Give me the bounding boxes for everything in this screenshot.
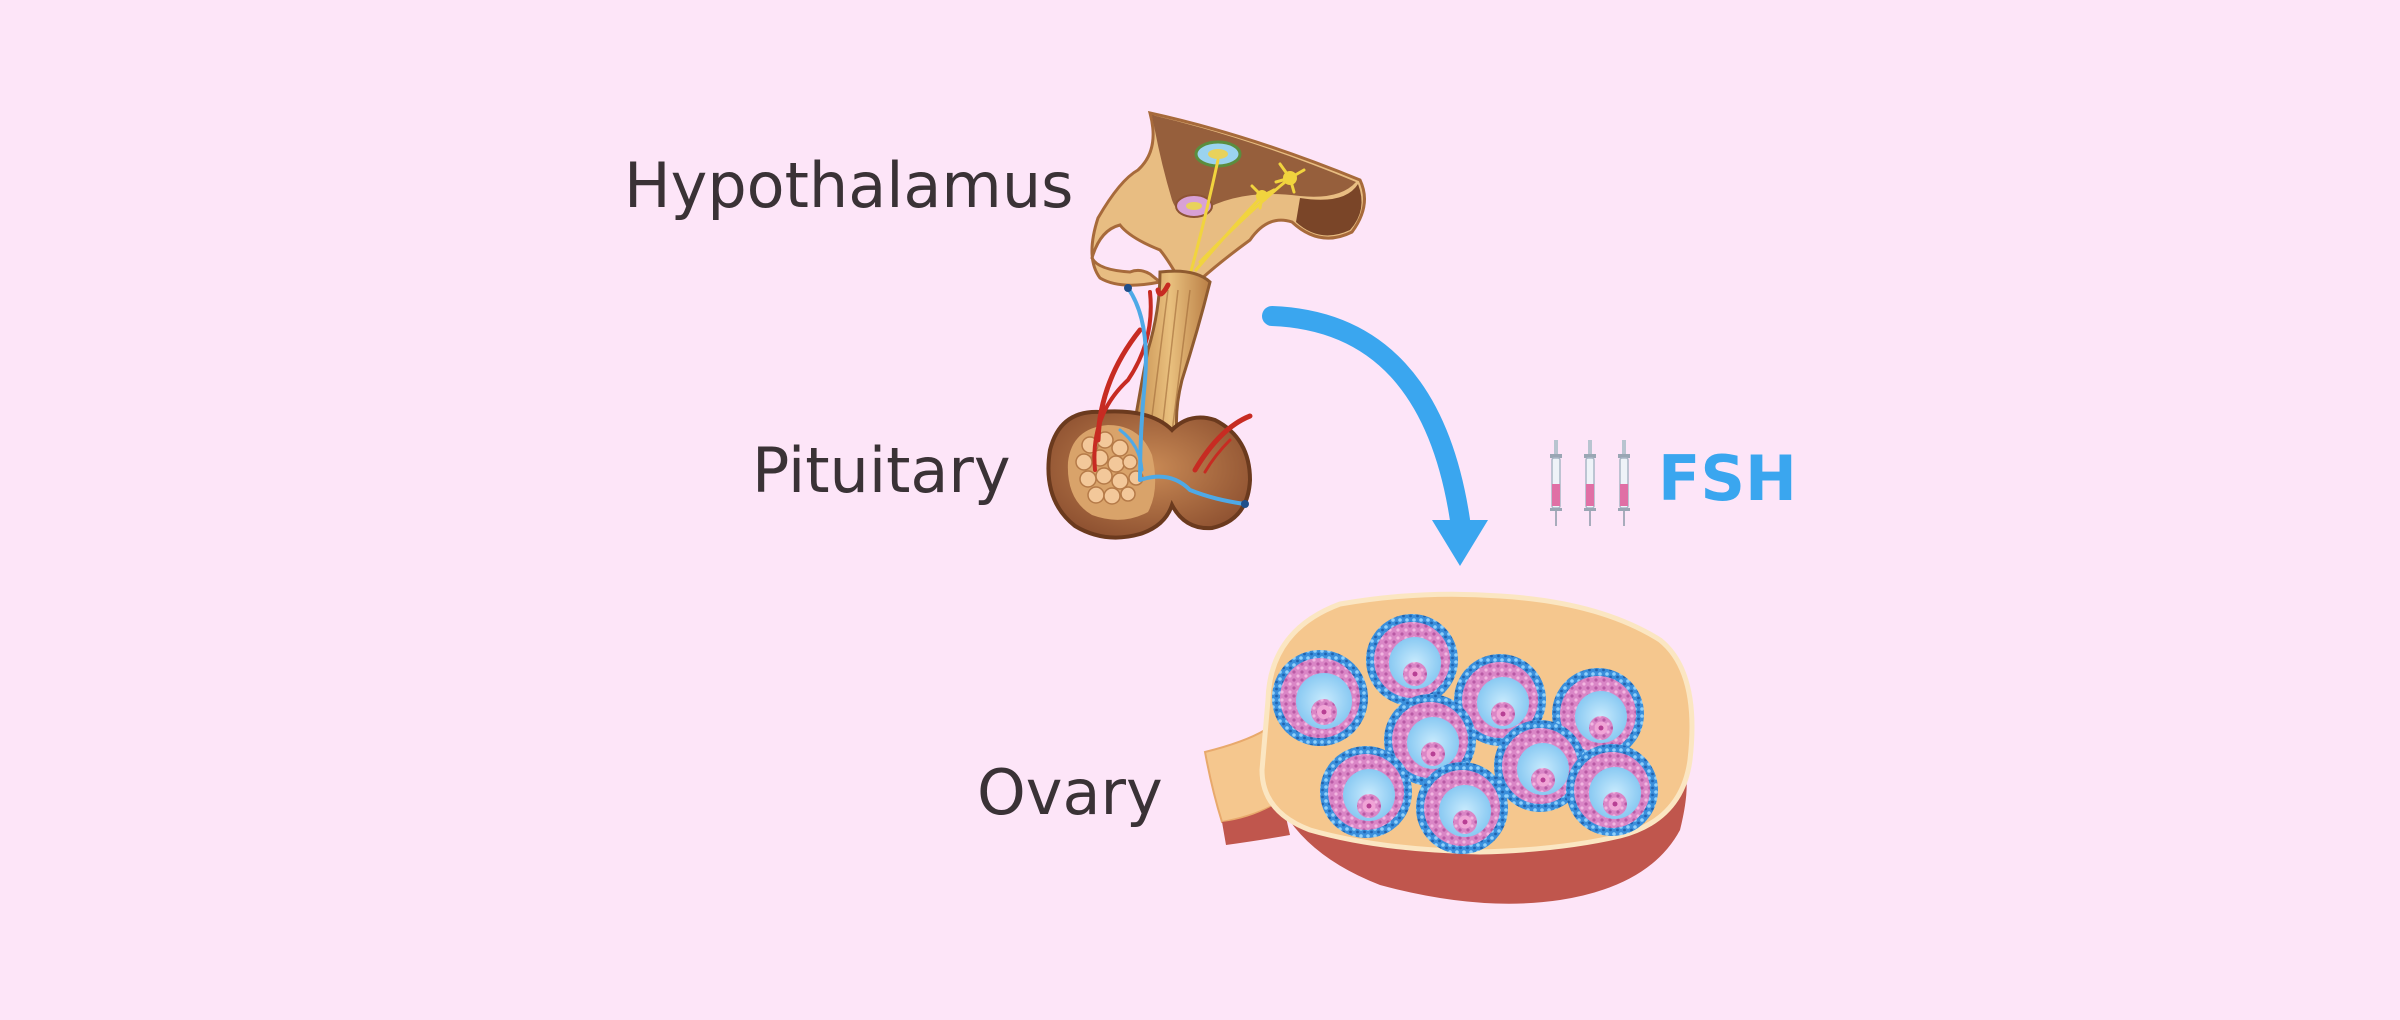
ovarian-follicles	[1272, 614, 1658, 854]
syringes-group	[1550, 440, 1630, 526]
pituitary-label: Pituitary	[752, 434, 1011, 507]
hypothalamus-label: Hypothalamus	[624, 149, 1074, 222]
syringe-icon	[1584, 440, 1596, 526]
ovary-label: Ovary	[977, 756, 1163, 829]
hypothalamus-shape	[1090, 111, 1366, 293]
fsh-hormone-label: FSH	[1658, 442, 1797, 515]
hypothalamus-pituitary-illustration	[1046, 111, 1366, 540]
syringe-icon	[1550, 440, 1562, 526]
ovary-illustration	[1203, 591, 1695, 904]
syringe-icon	[1618, 440, 1630, 526]
stimulation-arrow	[1262, 306, 1488, 566]
